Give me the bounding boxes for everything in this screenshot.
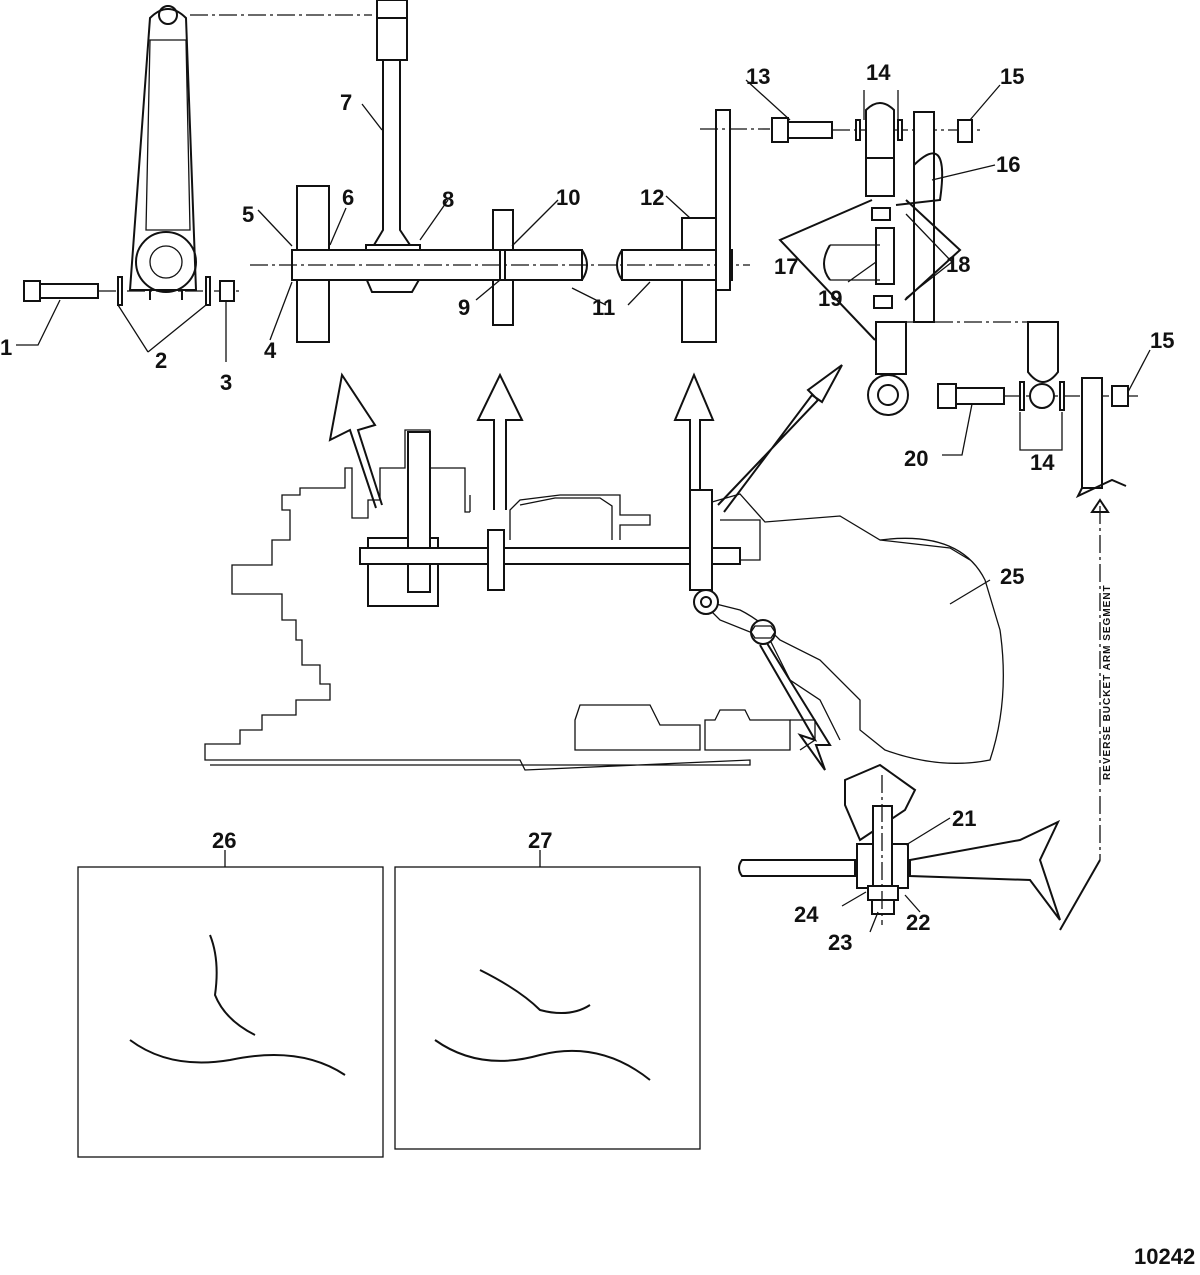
bushing-block-right	[681, 109, 770, 343]
bucket-arm-segment: REVERSE BUCKET ARM SEGMENT	[738, 498, 1113, 931]
callout-15a: 15	[1000, 64, 1024, 89]
callout-12: 12	[640, 185, 664, 210]
callout-2: 2	[155, 348, 167, 373]
nut-3	[219, 280, 235, 302]
callout-14b: 14	[1030, 450, 1055, 475]
callout-13: 13	[746, 64, 770, 89]
callout-3: 3	[220, 370, 232, 395]
shaft-11	[250, 249, 750, 281]
segment-label: REVERSE BUCKET ARM SEGMENT	[1102, 584, 1113, 780]
washer-2	[117, 276, 211, 306]
rod-end-lower	[937, 321, 1140, 499]
callout-7: 7	[340, 90, 352, 115]
box-26	[77, 850, 384, 1158]
callout-16: 16	[996, 152, 1020, 177]
callout-17: 17	[774, 254, 798, 279]
callout-22: 22	[906, 910, 930, 935]
callout-15b: 15	[1150, 328, 1174, 353]
leader-lines	[16, 79, 1151, 933]
callout-23: 23	[828, 930, 852, 955]
callout-21: 21	[952, 806, 976, 831]
callout-numbers: 1 2 3 4 5 6 7 8 9 10 11 12 13 14 15 16 1…	[0, 60, 1195, 1269]
callout-8: 8	[442, 187, 454, 212]
callout-1: 1	[0, 335, 12, 360]
callout-14a: 14	[866, 60, 891, 85]
callout-4: 4	[264, 338, 277, 363]
callout-6: 6	[342, 185, 354, 210]
rod-end-upper	[778, 102, 1040, 416]
callout-25: 25	[1000, 564, 1024, 589]
callout-26: 26	[212, 828, 236, 853]
bushing-block-left	[296, 185, 330, 343]
detail-arrows	[328, 364, 843, 771]
lever-arm	[128, 5, 372, 300]
callout-11: 11	[592, 295, 615, 320]
callout-19: 19	[818, 286, 842, 311]
figure-number: 10242	[1134, 1244, 1195, 1269]
middle-plate	[492, 209, 514, 326]
callout-24: 24	[794, 902, 819, 927]
callout-20: 20	[904, 446, 928, 471]
callout-10: 10	[556, 185, 580, 210]
link-rod-7	[365, 0, 421, 293]
callout-9: 9	[458, 295, 470, 320]
bolt-1	[23, 280, 240, 302]
box-27	[394, 850, 701, 1150]
engine-outline	[204, 429, 1004, 771]
callout-27: 27	[528, 828, 552, 853]
callout-5: 5	[242, 202, 254, 227]
callout-18: 18	[946, 252, 970, 277]
